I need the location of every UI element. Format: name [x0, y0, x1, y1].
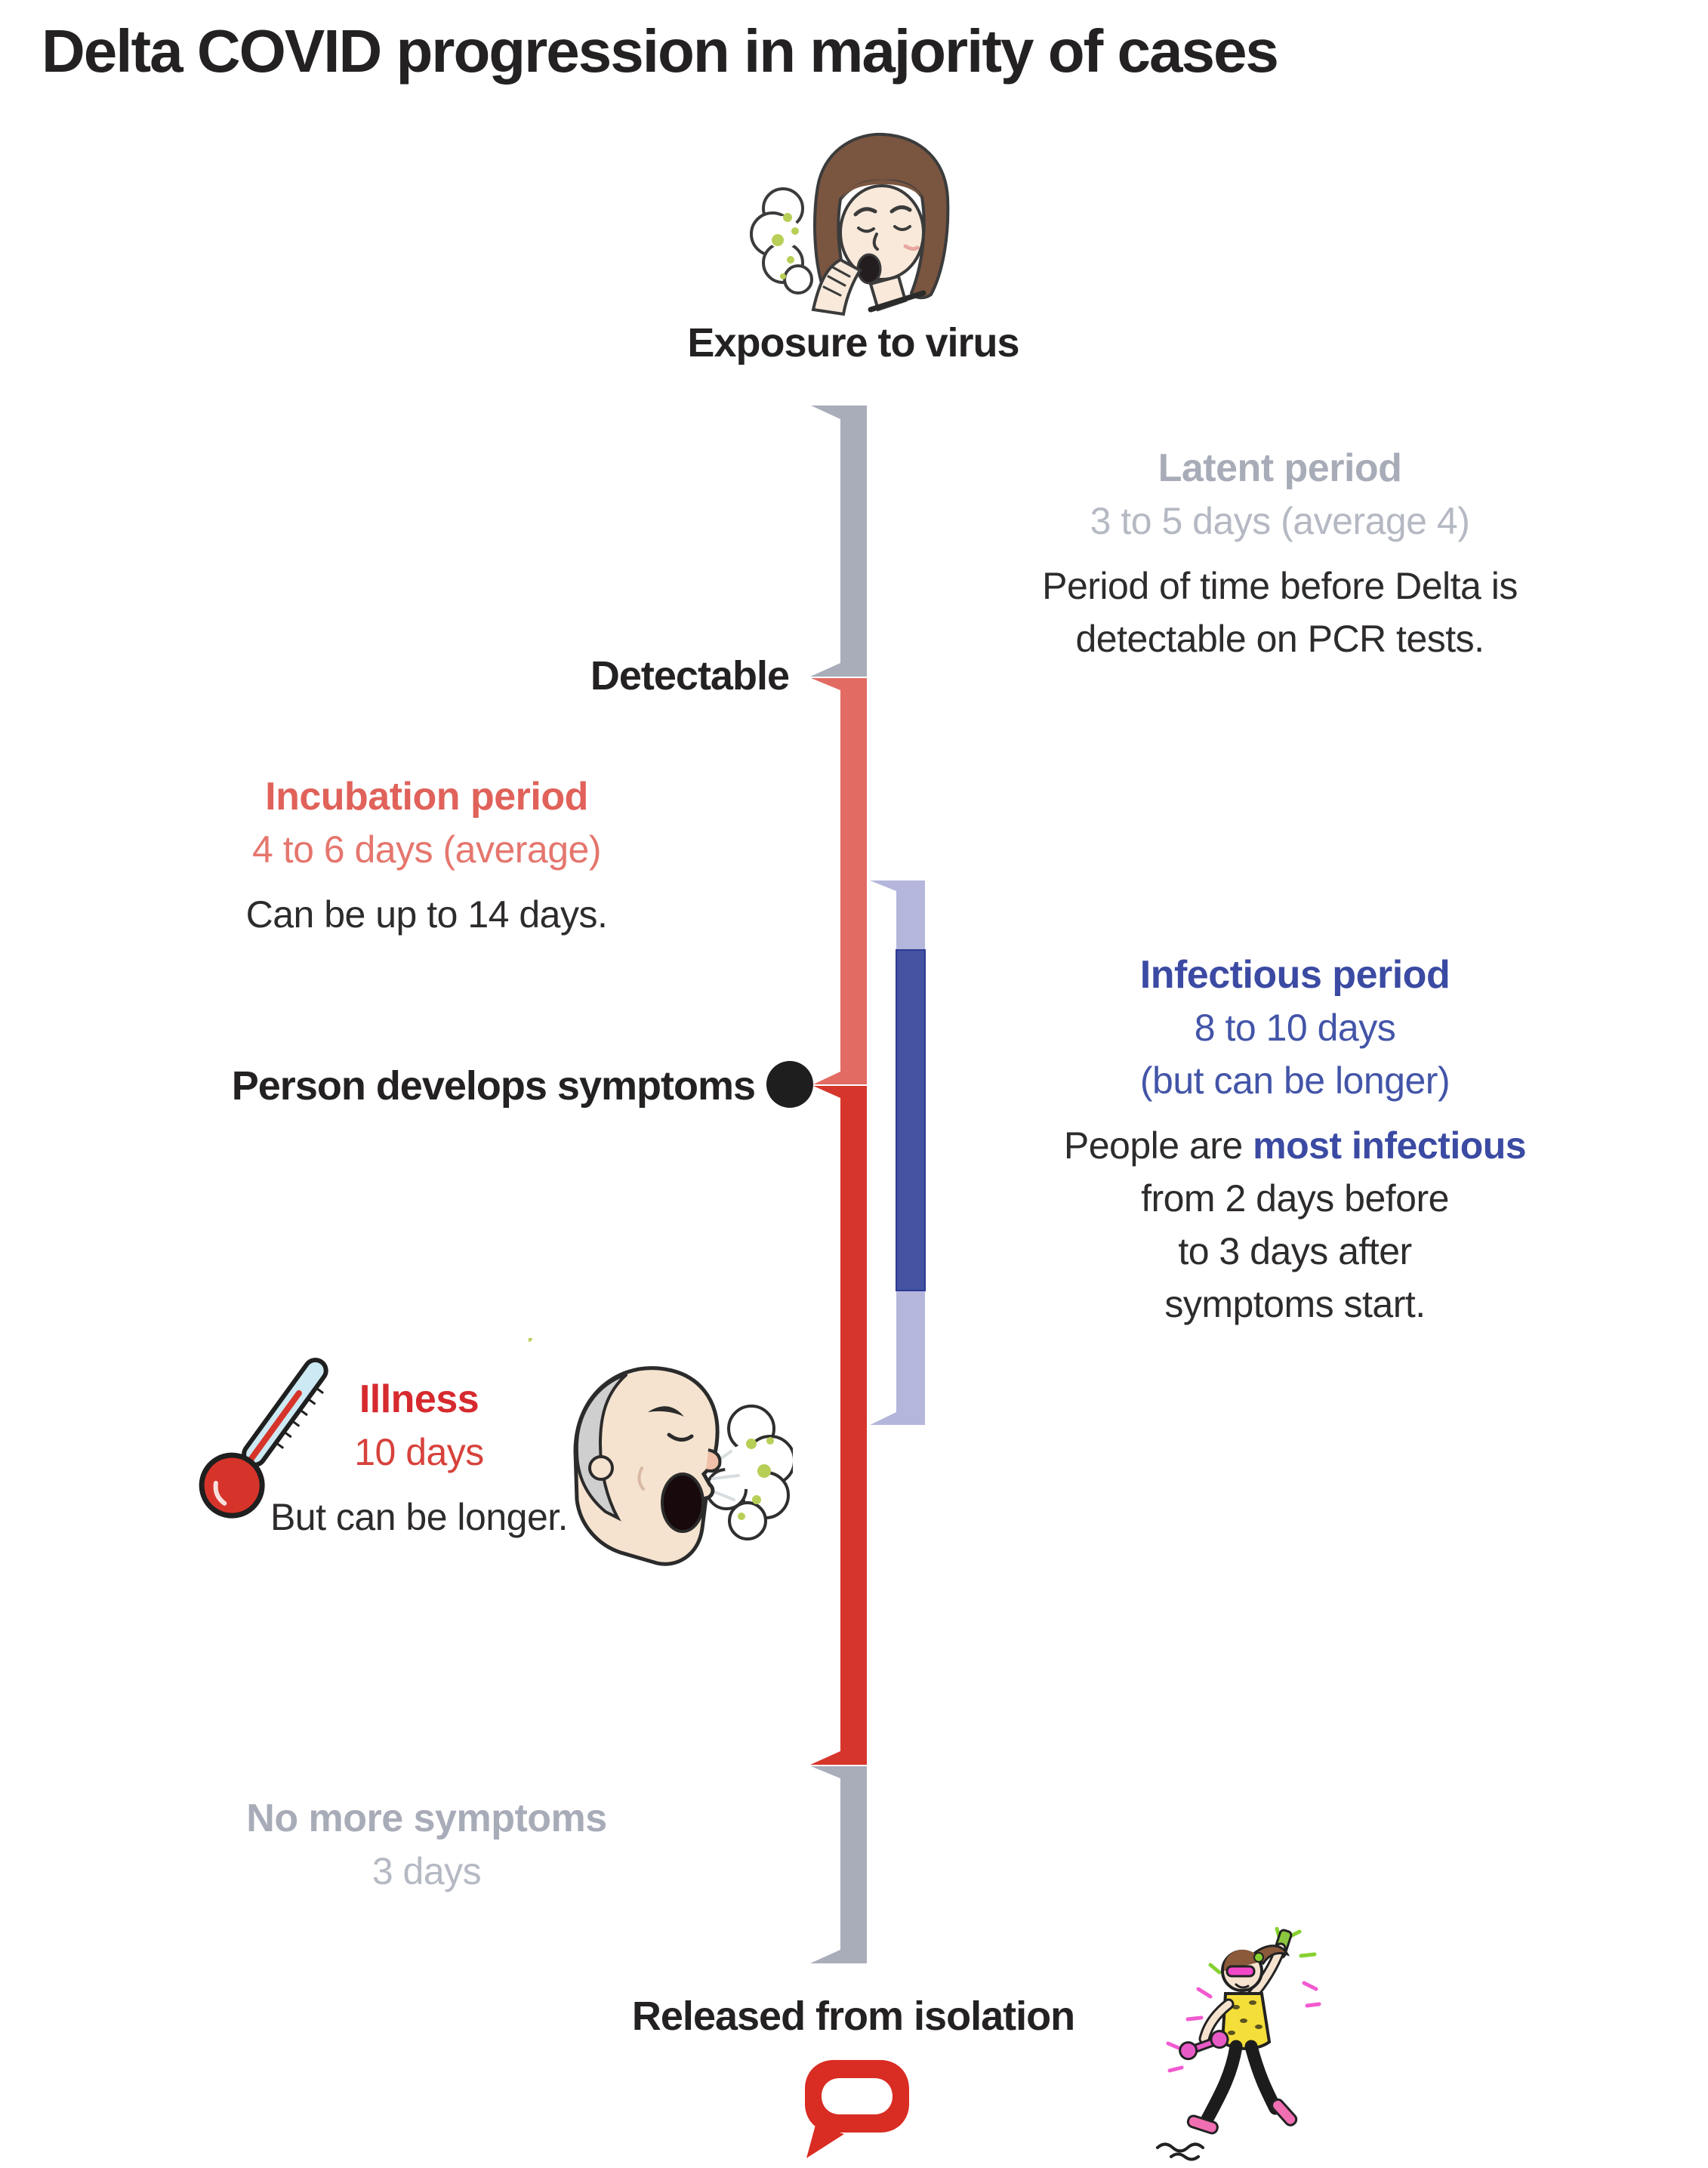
illness-title: Illness: [359, 1377, 479, 1421]
infectious-period-note-line1: People are most infectious: [955, 1119, 1635, 1172]
infectious-note-prefix: People are: [1063, 1124, 1253, 1167]
recovery-block: No more symptoms 3 days: [155, 1792, 698, 1898]
exercising-woman-illustration: [1129, 1927, 1344, 2165]
infectious-period-block: Infectious period 8 to 10 days (but can …: [955, 948, 1635, 1331]
incubation-period-block: Incubation period 4 to 6 days (average) …: [155, 770, 698, 941]
dumbbell-icon: [1179, 2030, 1229, 2061]
incubation-period-note: Can be up to 14 days.: [245, 893, 608, 936]
page-title: Delta COVID progression in majority of c…: [42, 17, 1279, 85]
woman-head-ponytail: [1221, 1944, 1290, 1992]
timeline: [755, 393, 953, 1986]
hand-icon: [811, 258, 862, 316]
infectious-period-note-line4: symptoms start.: [1164, 1283, 1426, 1325]
illness-duration: 10 days: [354, 1431, 484, 1473]
latent-period-title: Latent period: [1158, 446, 1402, 490]
milestone-symptoms-label: Person develops symptoms: [231, 1063, 756, 1109]
incubation-bar-segment: [811, 678, 867, 1084]
milestone-detectable-label: Detectable: [590, 653, 790, 699]
black-dot-marker: [766, 1061, 813, 1108]
illness-block: Illness 10 days But can be longer.: [155, 1373, 683, 1544]
milestone-exposure-label: Exposure to virus: [687, 320, 1019, 365]
recovery-title: No more symptoms: [246, 1796, 607, 1840]
ground-scribble: [1156, 2142, 1204, 2161]
infectious-period-note-line2: from 2 days before: [1141, 1177, 1449, 1220]
latent-period-block: Latent period 3 to 5 days (average 4) Pe…: [944, 442, 1616, 665]
coughing-woman-illustration: [744, 119, 993, 323]
latent-period-duration: 3 to 5 days (average 4): [1090, 500, 1470, 542]
sneakers: [1186, 2098, 1298, 2135]
recovery-bar-segment: [810, 1766, 867, 1963]
germ-cloud-icon: [750, 187, 813, 295]
infectious-period-duration2: (but can be longer): [1139, 1059, 1451, 1102]
illness-bar-segment: [810, 1086, 867, 1765]
milestone-released-label: Released from isolation: [631, 1994, 1075, 2039]
motion-sparks: [1166, 1927, 1321, 2073]
latent-period-note-line1: Period of time before Delta is: [1042, 565, 1518, 607]
man-head: [573, 1366, 722, 1566]
infectious-bar: [896, 949, 926, 1291]
illness-note: But can be longer.: [270, 1496, 569, 1538]
spray-cloud-icon: [529, 1338, 793, 1540]
infectious-note-bold: most infectious: [1253, 1124, 1527, 1167]
recovery-duration: 3 days: [372, 1850, 482, 1892]
infectious-period-note-line3: to 3 days after: [1178, 1230, 1412, 1272]
speech-bubble-logo: [800, 2055, 914, 2161]
latent-period-note-line2: detectable on PCR tests.: [1075, 618, 1484, 660]
incubation-period-duration: 4 to 6 days (average): [252, 828, 602, 871]
infectious-period-title: Infectious period: [1139, 953, 1451, 997]
thermometer-icon: [195, 1338, 338, 1538]
incubation-period-title: Incubation period: [265, 775, 588, 819]
latent-bar-segment: [810, 406, 867, 677]
leggings: [1201, 2040, 1282, 2126]
woman-head: [813, 132, 950, 313]
infectious-period-duration: 8 to 10 days: [1194, 1007, 1396, 1049]
coughing-man-illustration: [529, 1338, 793, 1595]
